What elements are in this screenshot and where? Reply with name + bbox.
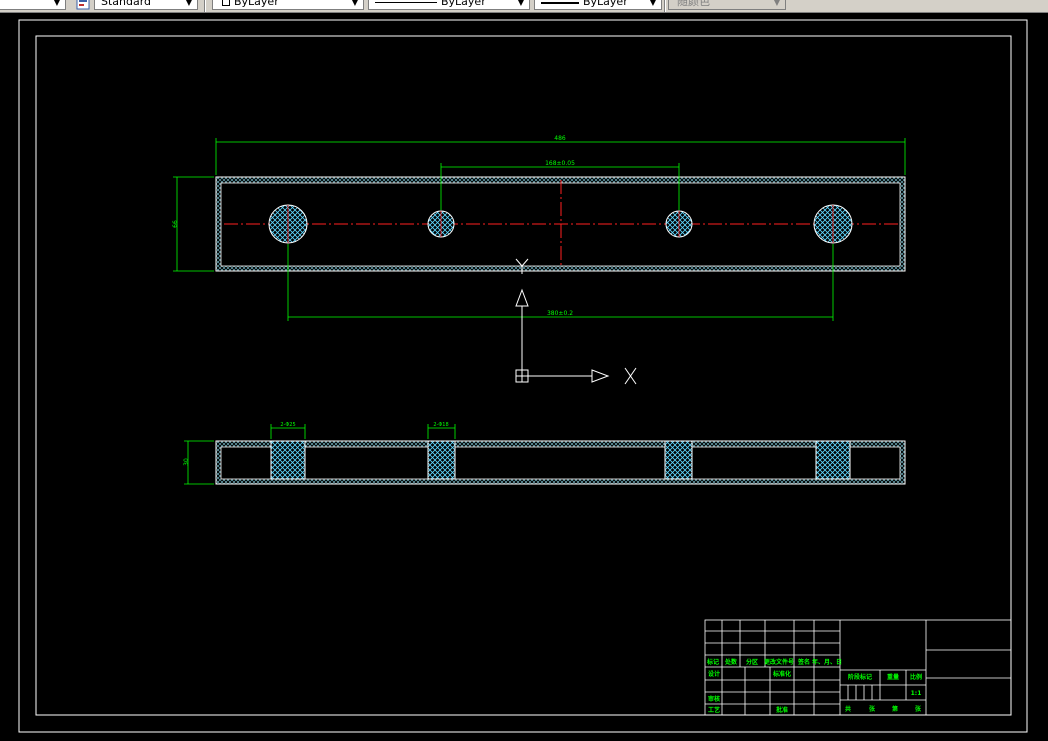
dim-height-top: 66	[172, 220, 179, 228]
tb-review: 审核	[708, 695, 720, 703]
dim-small-hole-note: 2-Φ18	[433, 422, 448, 428]
tb-approve: 批准	[776, 706, 788, 714]
tb-stage-mark: 阶段标记	[848, 673, 872, 681]
text-style-value: Standard	[101, 0, 152, 8]
tb-header-date: 年、月、日	[812, 658, 842, 666]
linetype-dropdown[interactable]: ByLayer ▼	[368, 0, 530, 10]
chevron-down-icon: ▼	[53, 0, 61, 7]
tb-header-count: 处数	[724, 658, 738, 666]
text-style-icon	[76, 0, 90, 10]
color-swatch-icon	[222, 0, 230, 6]
tb-header-signature: 签名	[797, 658, 810, 666]
linetype-sample-icon	[375, 2, 437, 3]
toolbar-separator	[204, 0, 206, 12]
tb-sheets: 共	[845, 705, 851, 713]
chevron-down-icon: ▼	[517, 0, 525, 7]
tb-page-label: 张	[915, 705, 922, 713]
dim-large-hole-note: 2-Φ25	[280, 422, 295, 428]
chevron-down-icon: ▼	[185, 0, 193, 7]
tb-scale-value: 1:1	[911, 690, 922, 697]
linetype-value: ByLayer	[441, 0, 486, 8]
ucs-icon	[515, 258, 637, 385]
top-view	[215, 176, 906, 272]
dim-overall-length: 486	[554, 135, 566, 142]
dim-outer-hole-spacing: 380±0.2	[547, 310, 573, 317]
tb-design: 设计	[708, 670, 720, 678]
tb-page: 第	[891, 705, 898, 713]
tb-header-zone: 分区	[746, 658, 758, 666]
tb-process: 工艺	[708, 706, 720, 714]
dim-height-side: 30	[183, 458, 190, 466]
lineweight-sample-icon	[541, 2, 579, 4]
workspace-dropdown[interactable]: ▼	[0, 0, 66, 10]
toolbar-separator	[664, 0, 666, 12]
drawing-frame	[35, 35, 1012, 716]
side-hole-1	[270, 440, 306, 480]
chevron-down-icon: ▼	[649, 0, 657, 7]
tb-header-change-doc: 更改文件号	[764, 658, 794, 666]
side-view	[215, 440, 906, 485]
tb-weight: 重量	[887, 673, 899, 681]
tb-header-mark: 标记	[706, 658, 719, 666]
color-value: ByLayer	[234, 0, 279, 8]
side-hole-4	[815, 440, 851, 480]
top-view-dimensions	[173, 138, 906, 321]
side-view-dimensions	[184, 424, 456, 485]
tb-sheet-label: 张	[869, 705, 876, 713]
plot-style-dropdown[interactable]: 随颜色 ▼	[668, 0, 786, 10]
lineweight-dropdown[interactable]: ByLayer ▼	[534, 0, 662, 10]
color-dropdown[interactable]: ByLayer ▼	[212, 0, 364, 10]
lineweight-value: ByLayer	[583, 0, 628, 8]
drawing-canvas[interactable]: 486 168±0.05 380±0.2 66 2-Φ25 2-Φ18	[0, 13, 1048, 741]
text-style-dropdown[interactable]: Standard ▼	[94, 0, 198, 10]
dim-inner-hole-spacing: 168±0.05	[545, 160, 575, 167]
tb-scale-label: 比例	[910, 673, 922, 681]
title-block	[704, 619, 1012, 716]
properties-toolbar: ▼ Standard ▼ ByLayer ▼ ByLayer ▼ ByLayer…	[0, 0, 1048, 13]
side-hole-2	[427, 440, 456, 480]
chevron-down-icon: ▼	[351, 0, 359, 7]
sheet-outer-border	[18, 19, 1028, 733]
plot-style-value: 随颜色	[677, 0, 710, 8]
side-hole-3	[664, 440, 693, 480]
chevron-down-icon: ▼	[773, 0, 781, 7]
tb-standardize: 标准化	[772, 670, 791, 678]
plate-inner-side	[220, 446, 901, 480]
